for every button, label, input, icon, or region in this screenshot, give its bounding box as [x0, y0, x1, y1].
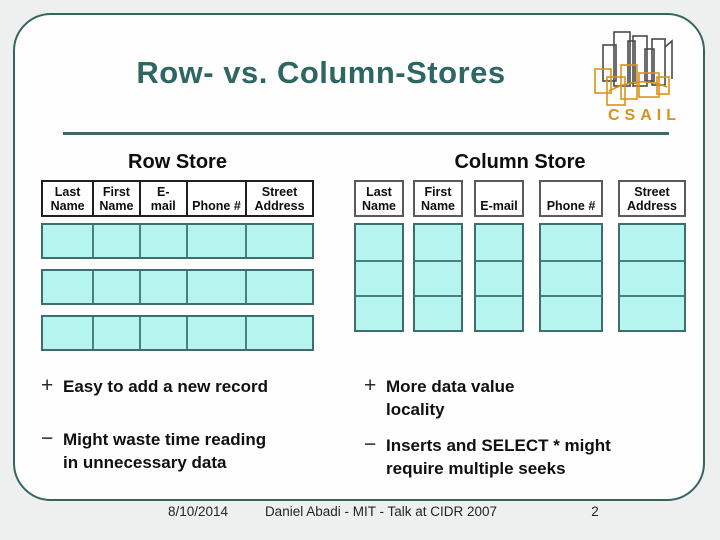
row-store-header-row: Last Name First Name E-mail Phone # Stre… — [41, 180, 314, 217]
column-store-cell — [415, 225, 461, 260]
bullet-column-store-pro: + More data value locality — [364, 374, 664, 426]
row-store-cell — [138, 271, 186, 303]
plus-icon: + — [364, 374, 377, 397]
column-store-column — [618, 223, 686, 332]
column-store-column — [354, 223, 404, 332]
column-store-cell — [415, 260, 461, 295]
row-store-header-street-address: Street Address — [245, 182, 312, 215]
column-store-header-email: E-mail — [474, 180, 524, 217]
row-store-cell — [92, 271, 139, 303]
csail-logo: CSAIL — [579, 27, 691, 131]
column-store-header-phone: Phone # — [539, 180, 603, 217]
row-store-cell — [138, 225, 186, 257]
column-store-column — [539, 223, 603, 332]
row-store-record-row — [41, 315, 314, 351]
footer-credit: Daniel Abadi - MIT - Talk at CIDR 2007 — [264, 504, 498, 519]
row-store-cell — [92, 225, 139, 257]
footer-page-number: 2 — [591, 504, 599, 519]
column-store-header-first-name: First Name — [413, 180, 463, 217]
row-store-header-email: E-mail — [138, 182, 186, 215]
column-store-cell — [620, 295, 684, 330]
column-store-cell — [476, 225, 522, 260]
row-store-cell — [43, 317, 93, 349]
bullet-row-store-con: − Might waste time reading in unnecessar… — [41, 427, 311, 479]
row-store-cell — [245, 317, 313, 349]
column-store-cell — [356, 260, 402, 295]
slide-frame: Row- vs. Column-Stores — [13, 13, 705, 501]
row-store-record-row — [41, 269, 314, 305]
column-store-cell — [476, 295, 522, 330]
row-store-heading: Row Store — [128, 151, 227, 173]
title-divider — [63, 132, 669, 135]
bullet-text: Easy to add a new record — [63, 377, 269, 396]
column-store-cell — [541, 295, 601, 330]
plus-icon: + — [41, 374, 54, 397]
row-store-cell — [245, 225, 313, 257]
row-store-cell — [43, 271, 93, 303]
row-store-cell — [185, 317, 246, 349]
column-store-header-last-name: Last Name — [354, 180, 404, 217]
row-store-cell — [138, 317, 186, 349]
minus-icon: − — [41, 427, 54, 450]
row-store-cell — [245, 271, 313, 303]
column-store-cell — [620, 260, 684, 295]
column-store-cell — [476, 260, 522, 295]
row-store-header-last-name: Last Name — [50, 185, 85, 213]
row-store-record-row — [41, 223, 314, 259]
row-store-cell — [43, 225, 93, 257]
row-store-header-phone: Phone # — [185, 182, 245, 215]
row-store-header-first-name: First Name — [92, 182, 138, 215]
bullet-row-store-pro: + Easy to add a new record — [41, 374, 311, 406]
row-store-cell — [185, 225, 246, 257]
column-store-cell — [415, 295, 461, 330]
bullet-text: Might waste time reading in unnecessary … — [63, 430, 267, 472]
footer-date: 8/10/2014 — [167, 504, 229, 519]
csail-buildings-icon — [594, 31, 673, 106]
column-store-column — [413, 223, 463, 332]
column-store-cell — [541, 260, 601, 295]
column-store-cell — [541, 225, 601, 260]
csail-wordmark: CSAIL — [608, 107, 681, 124]
minus-icon: − — [364, 433, 377, 456]
bullet-text: More data value locality — [386, 377, 515, 419]
column-store-header-street-address: Street Address — [618, 180, 686, 217]
column-store-heading: Column Store — [454, 151, 586, 173]
column-store-column — [474, 223, 524, 332]
column-store-cell — [356, 295, 402, 330]
bullet-text: Inserts and SELECT * might require multi… — [386, 436, 611, 478]
row-store-cell — [185, 271, 246, 303]
column-store-cell — [356, 225, 402, 260]
bullet-column-store-con: − Inserts and SELECT * might require mul… — [364, 433, 664, 485]
page-title: Row- vs. Column-Stores — [136, 55, 506, 90]
row-store-cell — [92, 317, 139, 349]
column-store-cell — [620, 225, 684, 260]
